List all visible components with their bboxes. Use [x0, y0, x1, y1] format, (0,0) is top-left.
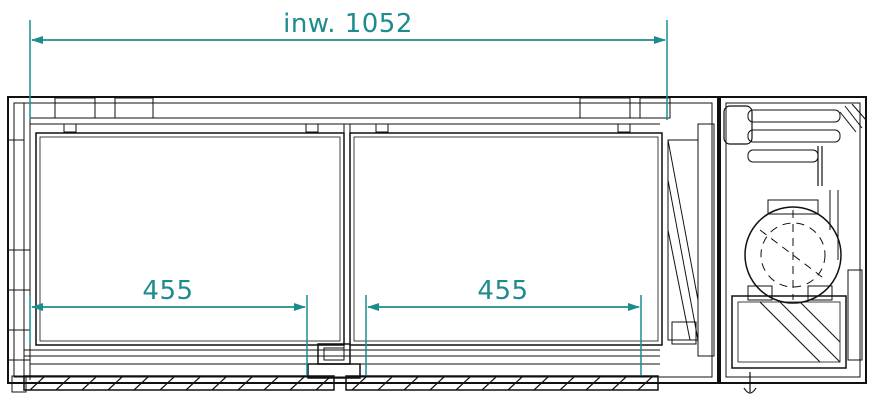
right-bay-width-label: 455 [477, 276, 528, 306]
sill-hatch-line [403, 376, 419, 391]
left-bay-width-label: 455 [142, 276, 193, 306]
sill-hatch-line [81, 376, 97, 391]
left-bay-dimension: 455 [29, 276, 308, 375]
sill-hatch-line [107, 376, 123, 391]
sill-hatch-line [455, 376, 471, 391]
sill-hatch-line [481, 376, 497, 391]
sill-hatch-line [585, 376, 601, 391]
sill-hatch-line [159, 376, 175, 391]
right-bay-dimension: 455 [365, 276, 642, 375]
sill-hatch-line [289, 376, 305, 391]
sill-hatch-line [351, 376, 367, 391]
sill-hatch-line [637, 376, 653, 391]
right-door-panel [349, 132, 663, 346]
sill-hatch-line [507, 376, 523, 391]
sill-hatch-line [559, 376, 575, 391]
sill-hatch-line [263, 376, 279, 391]
sill-hatch-line [429, 376, 445, 391]
sill-hatch-line [315, 376, 331, 391]
evaporator-column [667, 123, 715, 357]
sill-hatch-line [533, 376, 549, 391]
left-door-panel [35, 132, 345, 346]
sill-hatch-line [211, 376, 227, 391]
sill-hatch-line [29, 376, 45, 391]
sill-hatch-line [237, 376, 253, 391]
cabinet-frame [7, 96, 719, 384]
sill-hatch-line [185, 376, 201, 391]
sill-hatch-line [611, 376, 627, 391]
overall-width-dimension: inw. 1052 [29, 9, 668, 120]
sill-hatch-line [377, 376, 393, 391]
overall-width-label: inw. 1052 [283, 9, 413, 39]
center-mullion [317, 124, 351, 365]
compressor-compartment [719, 96, 867, 394]
left-post [7, 139, 31, 361]
sill-hatch-line [133, 376, 149, 391]
sill-hatch-line [55, 376, 71, 391]
bottom-sill [11, 349, 660, 393]
